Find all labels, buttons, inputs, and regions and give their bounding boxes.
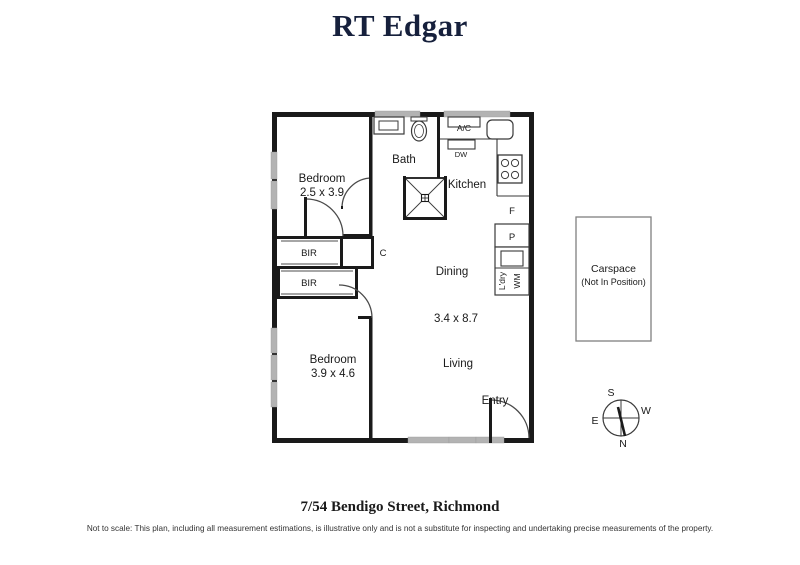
label-cupboard: C (380, 248, 387, 259)
label-bedroom-2-dim: 3.9 x 4.6 (311, 368, 355, 380)
carspace-subtitle: (Not In Position) (581, 277, 646, 287)
robe-shelf-lines (281, 240, 353, 295)
label-fridge: F (509, 206, 515, 217)
label-living-dim: 3.4 x 8.7 (434, 313, 478, 325)
label-dining: Dining (436, 266, 469, 278)
label-bath: Bath (392, 154, 416, 166)
carspace-box: Carspace (Not In Position) (575, 216, 652, 342)
room-labels: Bedroom 2.5 x 3.9 Bath Kitchen Dining 3.… (299, 154, 509, 407)
sink-icon (486, 119, 514, 140)
dishwasher-icon (447, 139, 476, 150)
air-conditioner-icon (447, 116, 481, 128)
cooktop-icon (497, 154, 523, 184)
carspace-title: Carspace (591, 263, 636, 275)
door-swings (304, 177, 530, 443)
footer-disclaimer: Not to scale: This plan, including all m… (86, 524, 714, 533)
laundry-box (494, 246, 530, 296)
bathroom-fixtures (373, 116, 447, 220)
label-laundry: L'dry (497, 271, 507, 290)
internal-walls (277, 112, 440, 443)
label-washing-machine: WM (512, 273, 522, 288)
label-bir-upper: BIR (301, 248, 317, 259)
label-entry: Entry (482, 395, 509, 407)
shower-icon (404, 177, 446, 219)
label-pantry: P (509, 232, 515, 243)
compass-label-e: E (591, 415, 598, 427)
label-bedroom-2-name: Bedroom (310, 354, 357, 366)
compass-rose: S N E W (591, 387, 651, 450)
label-air-conditioner: A/C (457, 123, 471, 133)
footer-address: 7/54 Bendigo Street, Richmond (300, 499, 500, 515)
compass-label-w: W (641, 405, 651, 417)
fixture-labels: BIR BIR C A/C DW F P L'dry WM (301, 123, 522, 290)
compass-label-s: S (607, 387, 614, 399)
toilet-icon (410, 116, 428, 142)
label-living: Living (443, 358, 473, 370)
label-kitchen: Kitchen (448, 179, 486, 191)
label-dishwasher: DW (455, 150, 468, 159)
brand-logo: RT Edgar (332, 8, 468, 43)
label-bedroom-1-name: Bedroom (299, 173, 346, 185)
label-bedroom-1-dim: 2.5 x 3.9 (300, 187, 344, 199)
kitchen-fixtures (440, 116, 530, 296)
windows (270, 110, 511, 444)
label-bir-lower: BIR (301, 278, 317, 289)
compass-label-n: N (619, 438, 627, 450)
vanity-icon (373, 116, 405, 135)
